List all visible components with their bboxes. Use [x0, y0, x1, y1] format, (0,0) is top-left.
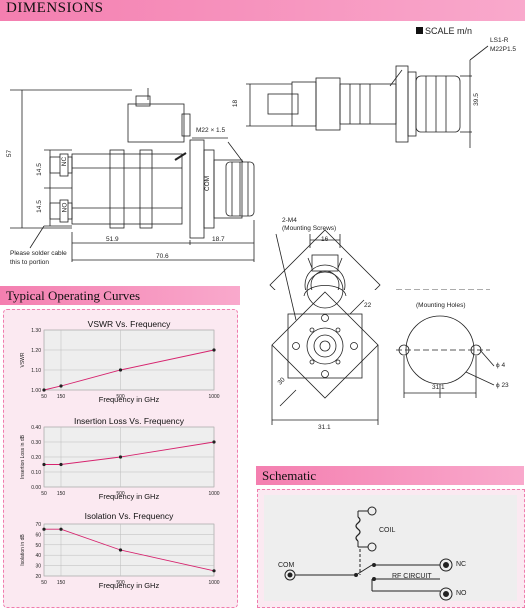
- schematic-diagram: [284, 506, 453, 601]
- chart-x-tick: 150: [57, 491, 66, 497]
- dim-22: 22: [364, 302, 372, 309]
- chart-y-label: Isolation in dB: [20, 534, 26, 566]
- chart-x-tick: 1000: [208, 580, 219, 586]
- hole-d31: 31.1: [432, 384, 445, 391]
- chart-x-tick: 50: [41, 580, 47, 586]
- chart-x-tick: 500: [116, 580, 125, 586]
- dimensions-title: DIMENSIONS: [6, 0, 104, 16]
- chart-x-label: Frequency in GHz: [99, 492, 160, 501]
- solder-note-2: this to portion: [10, 259, 50, 266]
- chart-y-tick: 20: [35, 574, 41, 580]
- rf-circuit-label: RF CIRCUIT: [392, 573, 432, 580]
- chart-x-tick: 500: [116, 394, 125, 400]
- chart-y-tick: 0.00: [31, 485, 41, 491]
- chart-data-point: [42, 462, 46, 467]
- dim-18: 18.7: [212, 236, 225, 243]
- chart-data-point: [42, 527, 46, 531]
- no-terminal-label: NO: [456, 590, 467, 597]
- chart-y-tick: 1.10: [31, 368, 41, 374]
- dim-front-31: 31.1: [318, 424, 331, 431]
- coil-label: COIL: [379, 527, 396, 534]
- side-view-drawing: [10, 88, 255, 262]
- chart-x-tick: 50: [41, 394, 47, 400]
- schematic-canvas: COIL COM NC RF CIRCUIT NO: [264, 495, 517, 601]
- typical-curves-title: Typical Operating Curves: [6, 288, 141, 303]
- typical-curves-header: Typical Operating Curves: [0, 286, 240, 305]
- chart-x-tick: 1000: [208, 394, 219, 400]
- chart-series-line: [44, 441, 215, 465]
- chart-data-point: [118, 548, 123, 552]
- chart-y-tick: 40: [35, 553, 41, 559]
- chart-y-tick: 1.30: [31, 328, 41, 334]
- chart-data-point: [59, 527, 63, 531]
- scale-note: SCALE m/n: [416, 26, 472, 36]
- dim-51: 51.9: [106, 236, 119, 243]
- chart-title: Isolation Vs. Frequency: [85, 511, 175, 521]
- chart-series-line: [43, 349, 215, 391]
- holes-label: (Mounting Holes): [416, 302, 466, 309]
- front-view-body: [271, 233, 379, 425]
- chart-x-tick: 50: [41, 491, 47, 497]
- chart-y-label: Insertion Loss in dB: [20, 434, 26, 479]
- chart-plot-area: [43, 523, 215, 577]
- chart-y-tick: 50: [35, 543, 41, 549]
- screws-label-2: (Mounting Screws): [282, 225, 337, 232]
- chart-x-label: Frequency in GHz: [99, 395, 160, 404]
- chart-data-point: [59, 384, 63, 388]
- hole-d4: ϕ 4: [496, 362, 506, 369]
- chart-x-tick: 1000: [208, 491, 219, 497]
- front-view-drawing: [269, 229, 381, 290]
- chart-data-point: [59, 462, 63, 467]
- ls1r-label: LS1-R: [490, 37, 509, 44]
- chart-data-point: [212, 440, 216, 444]
- chart-plot-area: [43, 329, 215, 391]
- chart-y-tick: 70: [35, 522, 41, 528]
- chart-data-point: [118, 455, 123, 459]
- chart-y-tick: 0.40: [31, 425, 41, 431]
- chart-y-tick: 0.30: [31, 440, 41, 446]
- square-bullet-icon: [416, 27, 423, 34]
- chart-y-label: VSWR: [20, 352, 26, 367]
- dim-16: 16: [321, 236, 329, 243]
- dimensions-header: DIMENSIONS: [0, 0, 525, 21]
- chart-series-line: [44, 528, 215, 572]
- nc-terminal-label: NC: [456, 561, 467, 568]
- chart-title: VSWR Vs. Frequency: [88, 319, 171, 329]
- chart-x-tick: 150: [57, 394, 66, 400]
- mounting-holes-body: [396, 315, 495, 398]
- chart-y-tick: 1.20: [31, 348, 41, 354]
- scale-text: SCALE m/n: [425, 26, 473, 36]
- chart-x-label: Frequency in GHz: [99, 581, 160, 590]
- dimension-drawings: [10, 45, 490, 290]
- schematic-panel: COIL COM NC RF CIRCUIT NO: [257, 489, 525, 608]
- chart-y-tick: 30: [35, 564, 41, 570]
- chart-data-point: [42, 388, 46, 392]
- com-terminal-label: COM: [278, 562, 295, 569]
- chart-y-tick: 60: [35, 532, 41, 538]
- solder-note-1: Please solder cable: [10, 250, 67, 257]
- chart-x-tick: 150: [57, 580, 66, 586]
- screws-label-1: 2-M4: [282, 217, 297, 224]
- dim-70: 70.6: [156, 253, 169, 260]
- chart-y-tick: 0.10: [31, 470, 41, 476]
- chart-y-tick: 1.00: [31, 388, 41, 394]
- chart-y-tick: 0.20: [31, 455, 41, 461]
- schematic-title: Schematic: [262, 468, 317, 483]
- thread-label: M22 × 1.5: [196, 127, 226, 134]
- schematic-header: Schematic: [256, 466, 524, 485]
- chart-x-tick: 500: [116, 491, 125, 497]
- hole-d23: ϕ 23: [496, 382, 509, 389]
- chart-data-point: [212, 348, 216, 352]
- chart-title: Insertion Loss Vs. Frequency: [74, 416, 185, 426]
- chart-data-point: [118, 368, 123, 372]
- m22-label: M22P1.5: [490, 46, 517, 53]
- top-view-drawing: [246, 45, 489, 148]
- chart-data-point: [212, 569, 216, 573]
